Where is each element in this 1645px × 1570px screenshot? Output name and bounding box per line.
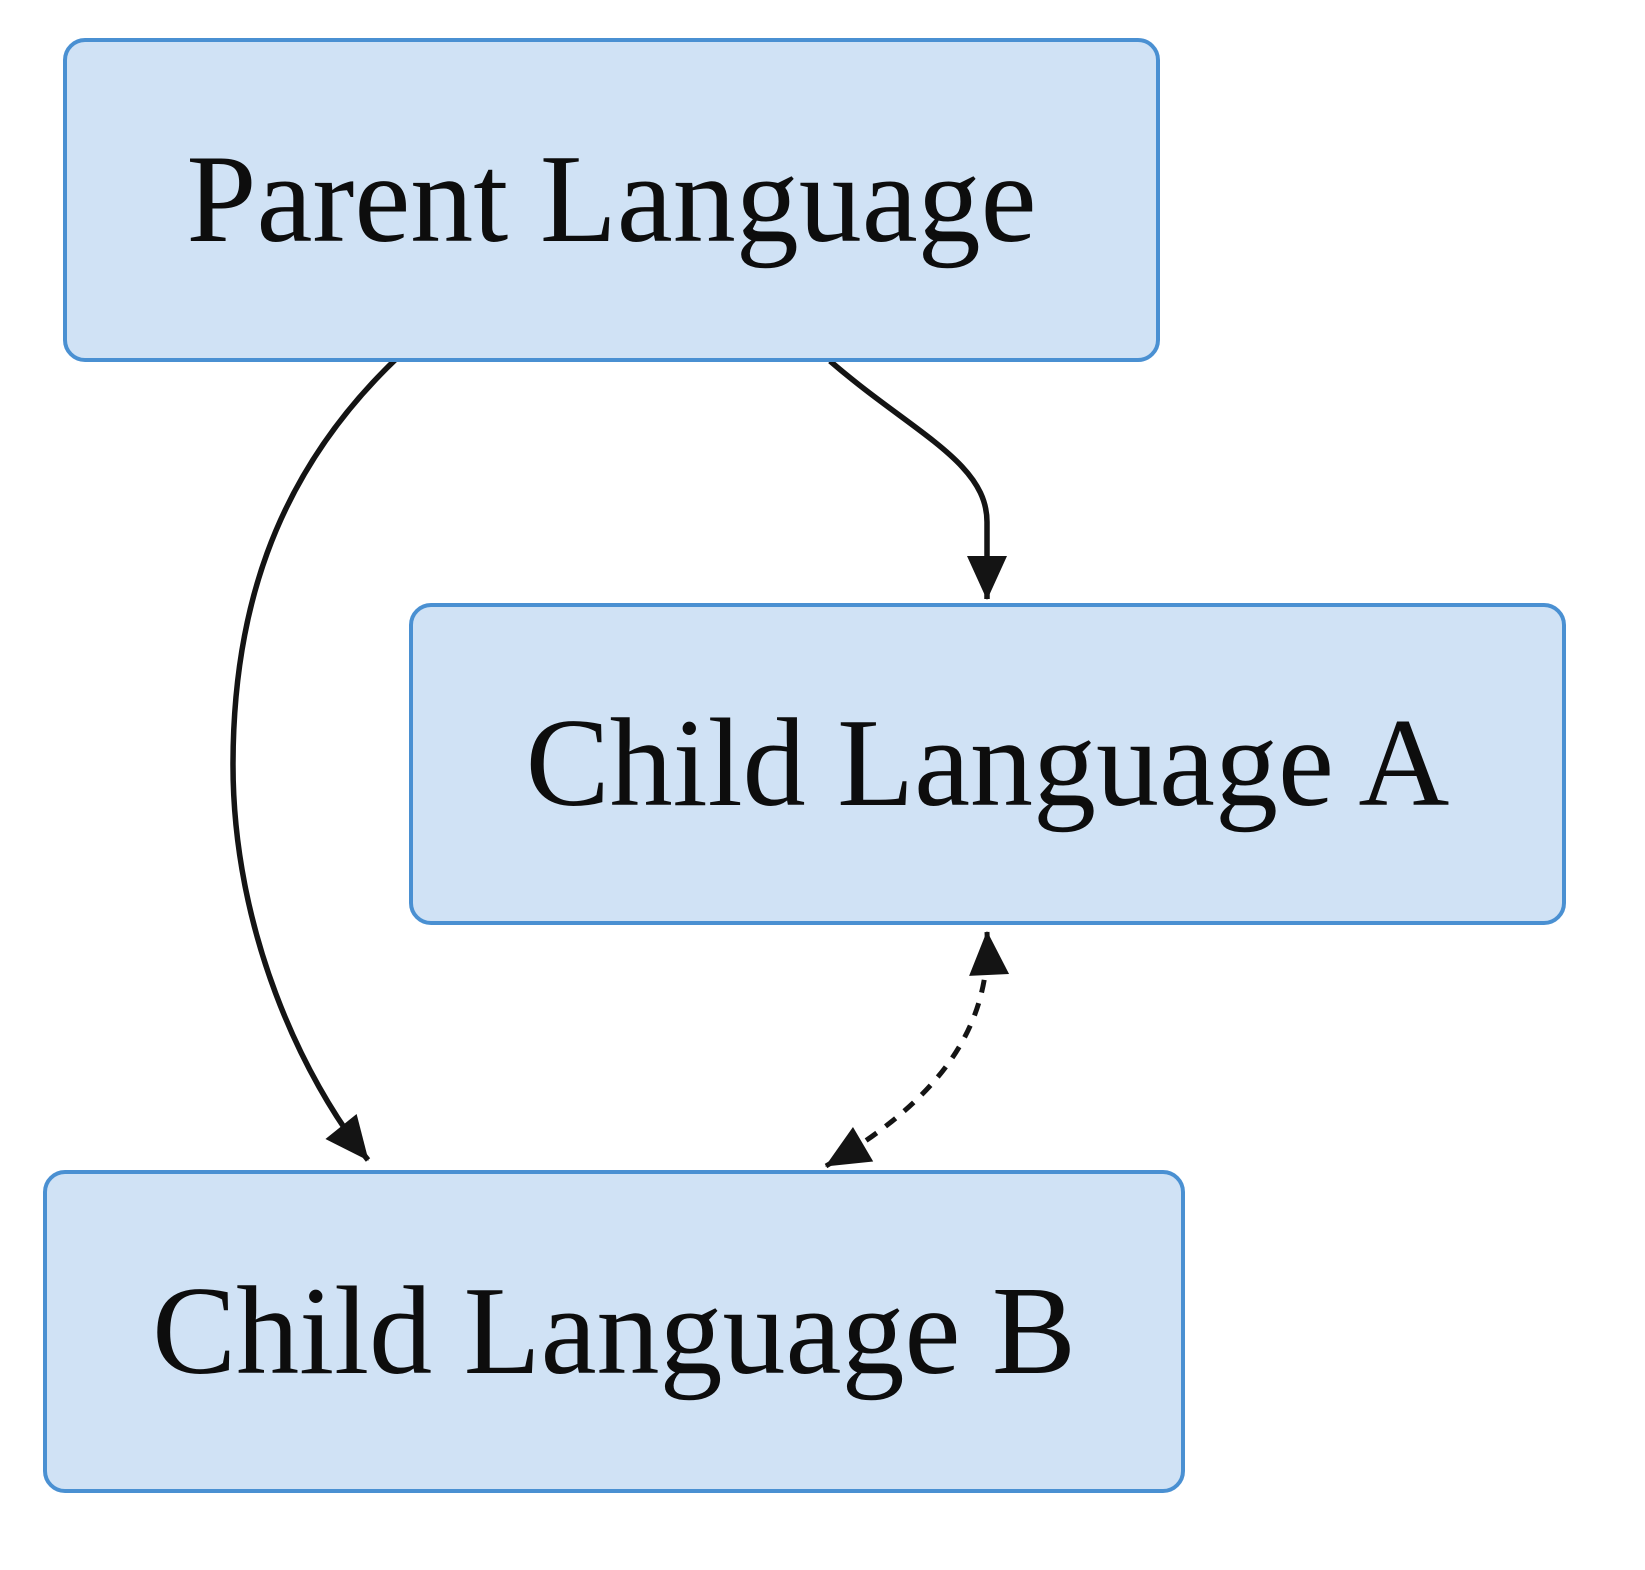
- node-parent-language: Parent Language: [63, 38, 1160, 362]
- edge-parent-to-child-a: [828, 358, 1007, 600]
- node-child-language-b: Child Language B: [43, 1170, 1185, 1493]
- node-child-language-b-label: Child Language B: [152, 1261, 1076, 1401]
- edge-parent-to-child-b: [230, 358, 397, 1162]
- node-parent-language-label: Parent Language: [186, 130, 1037, 269]
- edge-child-a-child-b-dashed: [824, 931, 1010, 1169]
- node-child-language-a: Child Language A: [409, 603, 1566, 925]
- node-child-language-a-label: Child Language A: [525, 694, 1450, 833]
